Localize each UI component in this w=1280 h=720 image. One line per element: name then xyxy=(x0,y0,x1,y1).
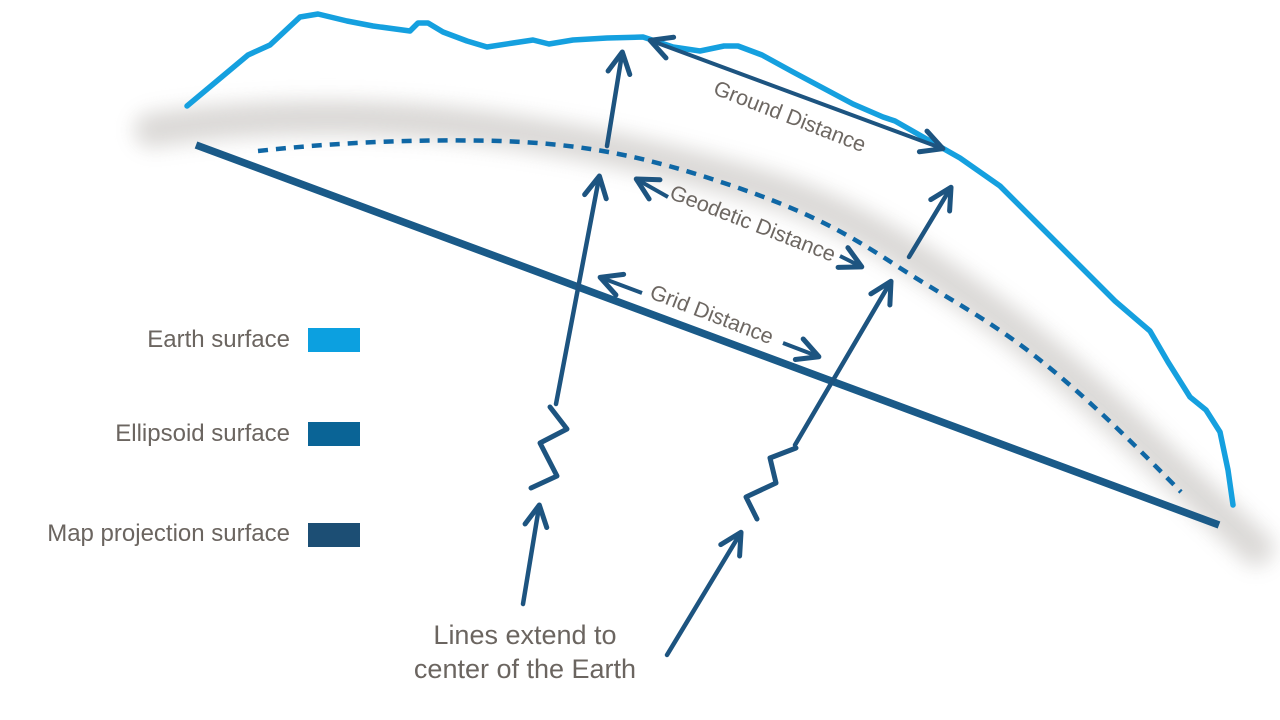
ellipsoid-shadow-band xyxy=(132,97,1276,568)
legend-item-earth-surface: Earth surface xyxy=(30,325,360,355)
center-line-right-bottom-segment xyxy=(664,529,744,658)
geodetic-distance-arrow-left xyxy=(633,176,669,202)
legend-item-ellipsoid-surface: Ellipsoid surface xyxy=(30,419,360,449)
center-line-left-middle-segment xyxy=(553,173,609,407)
center-line-left-bottom-segment xyxy=(520,502,550,607)
legend-swatch-ellipsoid-surface xyxy=(308,422,360,446)
legend-label-map-projection-surface: Map projection surface xyxy=(47,520,290,547)
geodetic-distance-arrow-right xyxy=(835,245,865,270)
center-line-left-top-segment xyxy=(604,49,633,149)
legend-label-earth-surface: Earth surface xyxy=(147,326,290,353)
center-line-left xyxy=(520,49,633,607)
caption-line-1: Lines extend to xyxy=(433,620,617,650)
ground-distance-label: Ground Distance xyxy=(710,76,869,157)
center-line-right-middle-segment xyxy=(792,278,894,448)
center-line-right-top-segment xyxy=(906,184,954,260)
legend-swatch-earth-surface xyxy=(308,328,360,352)
ellipsoid-surface-line xyxy=(257,138,1183,494)
ground-distance-annotation: Ground Distance xyxy=(647,34,946,157)
ground-distance-arrow xyxy=(647,34,946,155)
caption-line-2: center of the Earth xyxy=(413,654,637,684)
center-of-earth-caption: Lines extend to center of the Earth xyxy=(360,618,690,686)
legend-swatch-map-projection-surface xyxy=(308,523,360,547)
legend-item-map-projection-surface: Map projection surface xyxy=(30,518,360,549)
grid-distance-arrow-right xyxy=(782,336,822,362)
map-projection-surface-line xyxy=(194,141,1221,529)
center-line-right xyxy=(664,184,954,658)
grid-distance-arrow-left xyxy=(597,271,643,298)
center-line-right-break xyxy=(743,445,799,522)
grid-distance-annotation: Grid Distance xyxy=(597,271,822,362)
center-line-left-break xyxy=(528,404,570,491)
legend-label-ellipsoid-surface: Ellipsoid surface xyxy=(115,420,290,447)
